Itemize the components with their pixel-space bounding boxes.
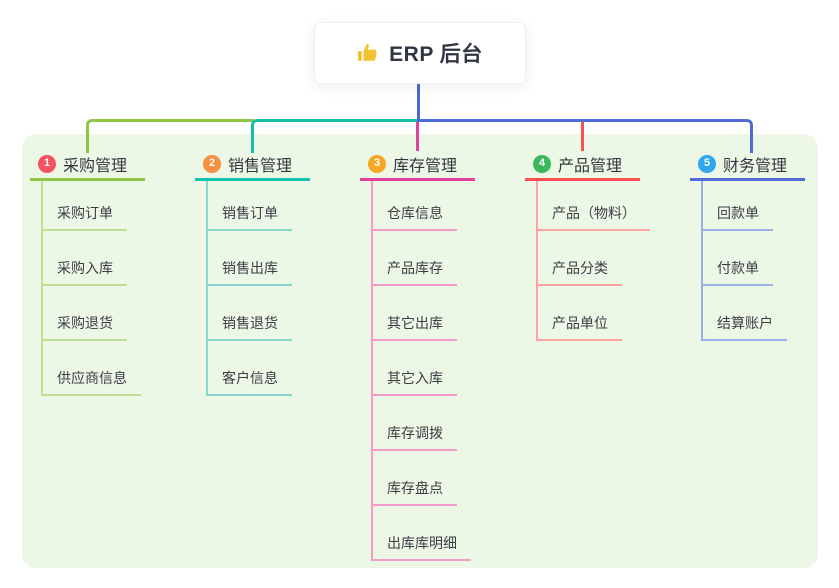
child-node[interactable]: 产品（物料） xyxy=(536,201,650,231)
branch-spine xyxy=(701,181,703,341)
connector-root-drop xyxy=(417,82,420,120)
branch-spine xyxy=(536,181,538,341)
child-node[interactable]: 采购订单 xyxy=(41,201,127,231)
topic-number-badge: 3 xyxy=(368,154,386,173)
branch-1: 1 采购管理采购订单采购入库采购退货供应商信息 xyxy=(30,149,200,396)
child-node[interactable]: 销售订单 xyxy=(206,201,292,231)
child-node-label: 产品分类 xyxy=(552,260,608,276)
topic-number-badge: 4 xyxy=(533,154,551,173)
child-node-label: 结算账户 xyxy=(717,315,773,331)
child-node-label: 采购订单 xyxy=(57,205,113,221)
child-node-label: 出库库明细 xyxy=(387,535,457,551)
connector-bus-left xyxy=(86,119,254,153)
topic-label: 库存管理 xyxy=(393,157,458,175)
child-node-label: 其它出库 xyxy=(387,315,443,331)
child-node[interactable]: 客户信息 xyxy=(206,366,292,396)
branch-3: 3 库存管理仓库信息产品库存其它出库其它入库库存调拨库存盘点出库库明细 xyxy=(360,149,530,561)
child-node[interactable]: 供应商信息 xyxy=(41,366,141,396)
child-node-label: 销售出库 xyxy=(222,260,278,276)
topic-number-badge: 2 xyxy=(203,154,221,173)
child-node-label: 付款单 xyxy=(717,260,759,276)
child-node-label: 仓库信息 xyxy=(387,205,443,221)
child-node-label: 采购退货 xyxy=(57,315,113,331)
child-node[interactable]: 回款单 xyxy=(701,201,773,231)
child-node-label: 销售退货 xyxy=(222,315,278,331)
child-node-label: 回款单 xyxy=(717,205,759,221)
connector-bus-right xyxy=(417,119,753,153)
topic-number-badge: 5 xyxy=(698,154,716,173)
child-node[interactable]: 结算账户 xyxy=(701,311,787,341)
child-node[interactable]: 销售退货 xyxy=(206,311,292,341)
connector-drop-inventory xyxy=(416,122,419,151)
child-node[interactable]: 产品库存 xyxy=(371,256,457,286)
child-node-label: 产品库存 xyxy=(387,260,443,276)
child-node[interactable]: 销售出库 xyxy=(206,256,292,286)
child-node-label: 采购入库 xyxy=(57,260,113,276)
child-node[interactable]: 出库库明细 xyxy=(371,531,471,561)
child-node-label: 产品单位 xyxy=(552,315,608,331)
topic-node[interactable]: 1 采购管理 xyxy=(30,149,145,181)
branch-2: 2 销售管理销售订单销售出库销售退货客户信息 xyxy=(195,149,365,396)
child-node[interactable]: 其它出库 xyxy=(371,311,457,341)
child-node-label: 库存盘点 xyxy=(387,480,443,496)
topic-label: 销售管理 xyxy=(228,157,293,175)
child-node-label: 产品（物料） xyxy=(552,205,636,221)
branch-4: 4 产品管理产品（物料） 产品分类产品单位 xyxy=(525,149,695,341)
root-node[interactable]: ERP 后台 xyxy=(314,22,526,84)
child-node-label: 客户信息 xyxy=(222,370,278,386)
branch-spine xyxy=(371,181,373,561)
connector-bus-middle xyxy=(251,119,421,153)
root-node-label: ERP 后台 xyxy=(389,43,483,66)
branch-5: 5 财务管理回款单付款单结算账户 xyxy=(690,149,839,341)
child-node[interactable]: 仓库信息 xyxy=(371,201,457,231)
topic-number-badge: 1 xyxy=(38,154,56,173)
child-node-label: 供应商信息 xyxy=(57,370,127,386)
child-node[interactable]: 产品单位 xyxy=(536,311,622,341)
child-node[interactable]: 产品分类 xyxy=(536,256,622,286)
child-node-label: 库存调拨 xyxy=(387,425,443,441)
branches-background-panel xyxy=(22,134,818,568)
child-node[interactable]: 采购入库 xyxy=(41,256,127,286)
thumbs-up-icon xyxy=(357,42,379,64)
topic-node[interactable]: 2 销售管理 xyxy=(195,149,310,181)
topic-label: 采购管理 xyxy=(63,157,128,175)
branch-spine xyxy=(206,181,208,396)
child-node[interactable]: 其它入库 xyxy=(371,366,457,396)
child-node-label: 销售订单 xyxy=(222,205,278,221)
child-node[interactable]: 采购退货 xyxy=(41,311,127,341)
topic-node[interactable]: 3 库存管理 xyxy=(360,149,475,181)
child-node[interactable]: 付款单 xyxy=(701,256,773,286)
topic-label: 财务管理 xyxy=(723,157,788,175)
topic-node[interactable]: 5 财务管理 xyxy=(690,149,805,181)
topic-node[interactable]: 4 产品管理 xyxy=(525,149,640,181)
connector-drop-product xyxy=(581,122,584,151)
child-node-label: 其它入库 xyxy=(387,370,443,386)
child-node[interactable]: 库存盘点 xyxy=(371,476,457,506)
branch-spine xyxy=(41,181,43,396)
topic-label: 产品管理 xyxy=(558,157,623,175)
child-node[interactable]: 库存调拨 xyxy=(371,421,457,451)
